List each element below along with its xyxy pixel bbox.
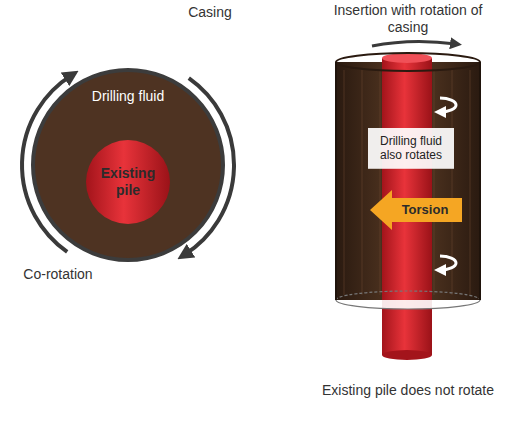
texture-streak [380, 70, 381, 295]
node-text: Existing pile [92, 165, 164, 199]
circle-region: Existing pile [86, 140, 170, 224]
texture-streak [452, 70, 453, 295]
pile-bottom [382, 350, 432, 360]
node-text: Drilling fluid [92, 88, 164, 105]
casing-edge [479, 62, 481, 300]
force-arrow: Torsion [370, 190, 462, 230]
casing-ring [35, 72, 221, 258]
caption-label: Insertion with rotation of casing [318, 2, 498, 36]
arrow-shape [370, 190, 462, 230]
caption-label: Co-rotation [8, 266, 108, 283]
disc [86, 140, 170, 224]
box [368, 128, 454, 169]
casing-edge [335, 62, 337, 300]
fluid-rotation-arrow [440, 98, 456, 112]
texture-streak [470, 70, 471, 295]
circle-region: Drilling fluidExisting pile [35, 72, 221, 258]
texture-streak [362, 70, 363, 295]
casing-bottom-rim-back [336, 291, 480, 300]
texture-streak [434, 70, 435, 295]
insertion-rotation-arrow [372, 41, 456, 46]
caption-label: Existing pile does not rotate [318, 382, 498, 399]
casing-top-rim [336, 53, 480, 71]
texture-streak [344, 70, 345, 295]
fluid-rotation-arrow [440, 256, 456, 270]
node-text: Drilling fluid also rotates [372, 134, 450, 163]
caption-label: Casing [170, 4, 250, 21]
node-text: Torsion [402, 202, 449, 218]
pile-top [382, 53, 432, 63]
disc [35, 72, 221, 258]
casing-bottom-rim [336, 300, 480, 309]
label-box: Drilling fluid also rotates [368, 128, 454, 169]
